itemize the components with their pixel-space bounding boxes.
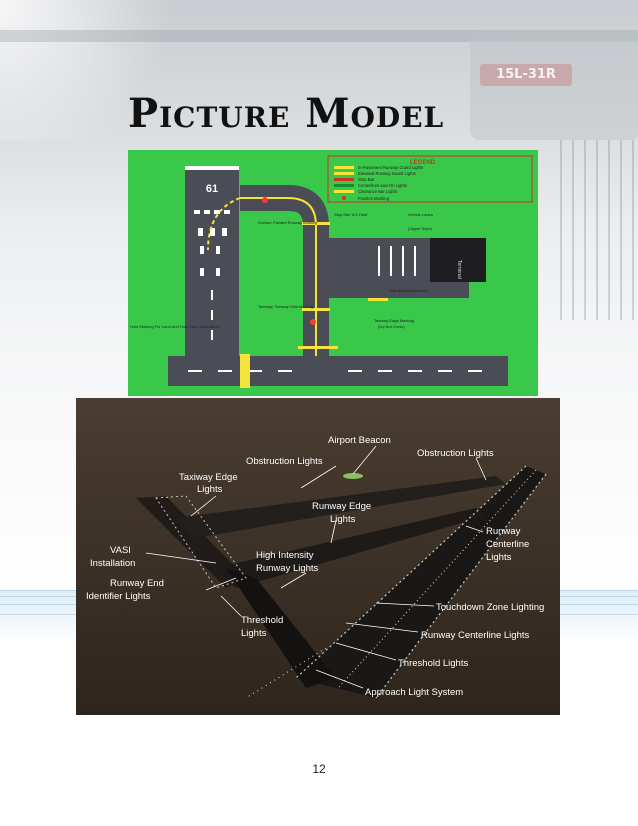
- surface-marking-diagram: 61 Terminal LEGEND In-Pavement Runway Gu…: [128, 150, 538, 396]
- callout-do-not-cross: (Do Not Cross): [378, 324, 405, 329]
- label-runway-edge: Lights: [330, 514, 356, 525]
- runway-number: 61: [206, 183, 218, 195]
- page-number: 12: [312, 762, 326, 776]
- taxiway-left: [136, 496, 246, 588]
- label-runway-centerline: Lights: [486, 552, 512, 563]
- label-runway-end: Runway End: [110, 578, 164, 589]
- label-obstruction-lights: Obstruction Lights: [417, 448, 494, 459]
- legend-title: LEGEND: [410, 160, 436, 166]
- label-airport-beacon: Airport Beacon: [328, 435, 391, 446]
- runway-main: [296, 466, 546, 698]
- background-fence: [560, 140, 638, 320]
- callout-zipper: (Zipper Style): [408, 226, 433, 231]
- callout-surface: Surface Painted Runway Marking: [258, 220, 317, 225]
- aircraft-wing: [0, 0, 200, 140]
- label-threshold: Lights: [241, 628, 267, 639]
- callout-hold-marking: Hold Marking For Land And Hold Short Ope…: [130, 324, 219, 329]
- legend-item: Clearance Bar Lights: [358, 189, 397, 194]
- legend: LEGEND In-Pavement Runway Guard Lights E…: [327, 155, 533, 203]
- page-title: Picture Model: [128, 90, 445, 137]
- label-obstruction-lights: Obstruction Lights: [246, 456, 323, 467]
- legend-item: Stop Bar: [358, 177, 375, 182]
- label-vasi: Installation: [90, 558, 135, 569]
- callout-stop-bar: Stop Bar/ ILS Hold: [334, 212, 367, 217]
- label-touchdown-zone: Touchdown Zone Lighting: [436, 602, 544, 613]
- label-runway-end: Identifier Lights: [86, 591, 151, 602]
- label-taxiway-edge: Taxiway Edge: [179, 472, 238, 483]
- label-runway-edge: Runway Edge: [312, 501, 371, 512]
- terminal-label: Terminal: [456, 260, 462, 279]
- label-threshold: Threshold: [241, 615, 283, 626]
- runway-vertical: [185, 166, 239, 356]
- license-plate: 15L-31R: [480, 64, 572, 86]
- label-runway-centerline-lights: Runway Centerline Lights: [421, 630, 530, 641]
- legend-item: In-Pavement Runway Guard Lights: [358, 165, 423, 170]
- beacon-light: [343, 473, 363, 479]
- airport-lighting-diagram: Airport Beacon Obstruction Lights Obstru…: [76, 398, 560, 715]
- taxiway-cross: [176, 476, 506, 538]
- callout-vehicle-lanes: Vehicle Lanes: [408, 212, 433, 217]
- legend-item: Elevated Runway Guard Lights: [358, 171, 416, 176]
- callout-taxiway-hold: Taxiway/ Taxiway Hold Marking: [258, 304, 313, 309]
- callout-edge-marking: Taxiway Edge Marking: [374, 318, 414, 323]
- label-taxiway-edge: Lights: [197, 484, 223, 495]
- label-high-intensity: High Intensity: [256, 550, 314, 561]
- label-approach-light-system: Approach Light System: [365, 687, 463, 698]
- legend-item: Position Marking: [358, 196, 390, 201]
- callout-non-movement: Non-Movement Area: [390, 288, 427, 293]
- legend-item: Centerline/Lead-On Lights: [358, 183, 407, 188]
- label-runway-centerline: Centerline: [486, 539, 529, 550]
- label-high-intensity: Runway Lights: [256, 563, 319, 574]
- label-threshold-lights: Threshold Lights: [398, 658, 468, 669]
- label-vasi: VASI: [110, 545, 131, 556]
- label-runway-centerline: Runway: [486, 526, 521, 537]
